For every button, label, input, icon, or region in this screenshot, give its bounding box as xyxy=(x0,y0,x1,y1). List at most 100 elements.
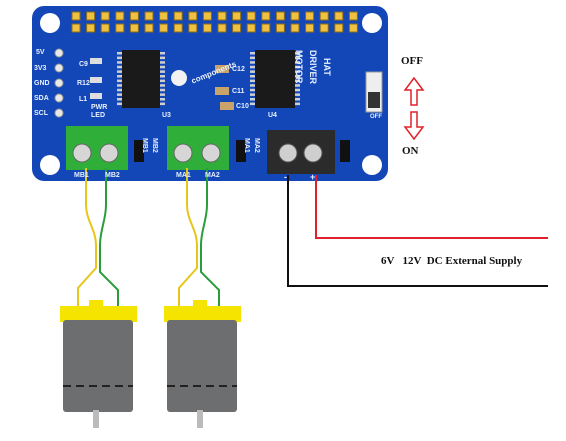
pin-column xyxy=(54,48,64,118)
terminal-label: MA1 xyxy=(176,172,191,179)
gpio-pin xyxy=(71,11,81,21)
power-minus-label: - xyxy=(284,172,287,182)
gpio-pin xyxy=(275,23,285,33)
gpio-pin xyxy=(334,23,344,33)
gpio-pin xyxy=(246,23,256,33)
power-plus-label: + xyxy=(310,172,316,182)
gpio-pin xyxy=(71,23,81,33)
motor-b xyxy=(60,300,137,428)
gpio-pin xyxy=(129,23,139,33)
terminal-label: MB1 xyxy=(74,172,89,179)
chip-label: U3 xyxy=(162,112,171,119)
motor-b-wire-yellow xyxy=(77,168,97,310)
gpio-pin xyxy=(202,23,212,33)
gpio-pin xyxy=(305,23,315,33)
part-label: C9 xyxy=(79,61,88,68)
gpio-pin xyxy=(290,11,300,21)
pwr-led-label: PWR LED xyxy=(91,104,108,119)
gpio-pin xyxy=(86,23,96,33)
motor-b-wire-green xyxy=(99,168,119,310)
positive-supply-wire xyxy=(315,175,548,239)
part-label: C11 xyxy=(232,88,245,95)
gpio-pin xyxy=(100,11,110,21)
pin-label: 3V3 xyxy=(34,65,47,72)
gpio-pin xyxy=(319,11,329,21)
board-title-3: HAT xyxy=(322,58,332,76)
gpio-pin xyxy=(348,23,358,33)
gpio-pin xyxy=(348,11,358,21)
header-pin xyxy=(54,93,64,103)
mount-hole-icon xyxy=(40,13,60,33)
header-pin xyxy=(54,78,64,88)
header-label: MB2 xyxy=(151,138,158,153)
gpio-pin xyxy=(217,11,227,21)
mount-hole-icon xyxy=(362,13,382,33)
gpio-header xyxy=(71,11,358,33)
mount-hole-icon xyxy=(362,155,382,175)
gpio-pin xyxy=(173,23,183,33)
header-pin xyxy=(54,48,64,58)
gpio-pin xyxy=(188,11,198,21)
pin-label: SDA xyxy=(34,95,49,102)
part-label: C12 xyxy=(232,66,245,73)
chip-u3 xyxy=(122,50,160,108)
terminal-label: MB2 xyxy=(105,172,120,179)
switch-off-label: OFF xyxy=(401,55,423,67)
mount-hole-icon xyxy=(40,155,60,175)
gpio-pin xyxy=(173,11,183,21)
gpio-pin xyxy=(261,23,271,33)
switch-board-label: OFF xyxy=(370,114,382,120)
negative-supply-wire xyxy=(287,175,548,287)
terminal-block-b xyxy=(66,126,128,170)
gpio-pin xyxy=(144,23,154,33)
header-label: MA1 xyxy=(243,138,250,153)
gpio-pin xyxy=(188,23,198,33)
header-label: MA2 xyxy=(253,138,260,153)
gpio-pin xyxy=(232,11,242,21)
header-pin xyxy=(54,108,64,118)
gpio-pin xyxy=(305,11,315,21)
gpio-pin xyxy=(319,23,329,33)
part-label: R12 xyxy=(77,80,90,87)
power-terminal xyxy=(267,130,335,174)
motor-a-wire-yellow xyxy=(178,168,198,310)
board-title-2: DRIVER xyxy=(308,50,318,85)
gpio-pin xyxy=(232,23,242,33)
gpio-pin xyxy=(261,11,271,21)
gpio-pin xyxy=(202,11,212,21)
pin-label: GND xyxy=(34,80,50,87)
gpio-pin xyxy=(144,11,154,21)
chip-label: U4 xyxy=(268,112,277,119)
gpio-pin xyxy=(290,23,300,33)
power-switch xyxy=(365,71,383,113)
motor-driver-board xyxy=(32,6,388,181)
arrow-up-icon xyxy=(403,76,425,106)
gpio-pin xyxy=(275,11,285,21)
gpio-pin xyxy=(334,11,344,21)
brand-logo-icon xyxy=(171,70,187,86)
motor-a xyxy=(164,300,241,428)
part-label: C10 xyxy=(236,103,249,110)
terminal-block-a xyxy=(167,126,229,170)
pin-label: 5V xyxy=(36,49,45,56)
gpio-pin xyxy=(115,11,125,21)
terminal-label: MA2 xyxy=(205,172,220,179)
switch-on-label: ON xyxy=(402,145,419,157)
header-label: MB1 xyxy=(141,138,148,153)
part-label: L1 xyxy=(79,96,88,103)
gpio-pin xyxy=(115,23,125,33)
board-title-1: MOTOR xyxy=(294,50,304,84)
supply-label: 6V 12V DC External Supply xyxy=(381,255,523,267)
gpio-pin xyxy=(246,11,256,21)
gpio-pin xyxy=(159,23,169,33)
gpio-pin xyxy=(159,11,169,21)
gpio-pin xyxy=(129,11,139,21)
gpio-pin xyxy=(86,11,96,21)
pin-label: SCL xyxy=(34,110,48,117)
chip-u4 xyxy=(255,50,295,108)
motor-a-wire-green xyxy=(200,168,220,310)
arrow-down-icon xyxy=(403,111,425,141)
header-pin xyxy=(54,63,64,73)
gpio-pin xyxy=(100,23,110,33)
